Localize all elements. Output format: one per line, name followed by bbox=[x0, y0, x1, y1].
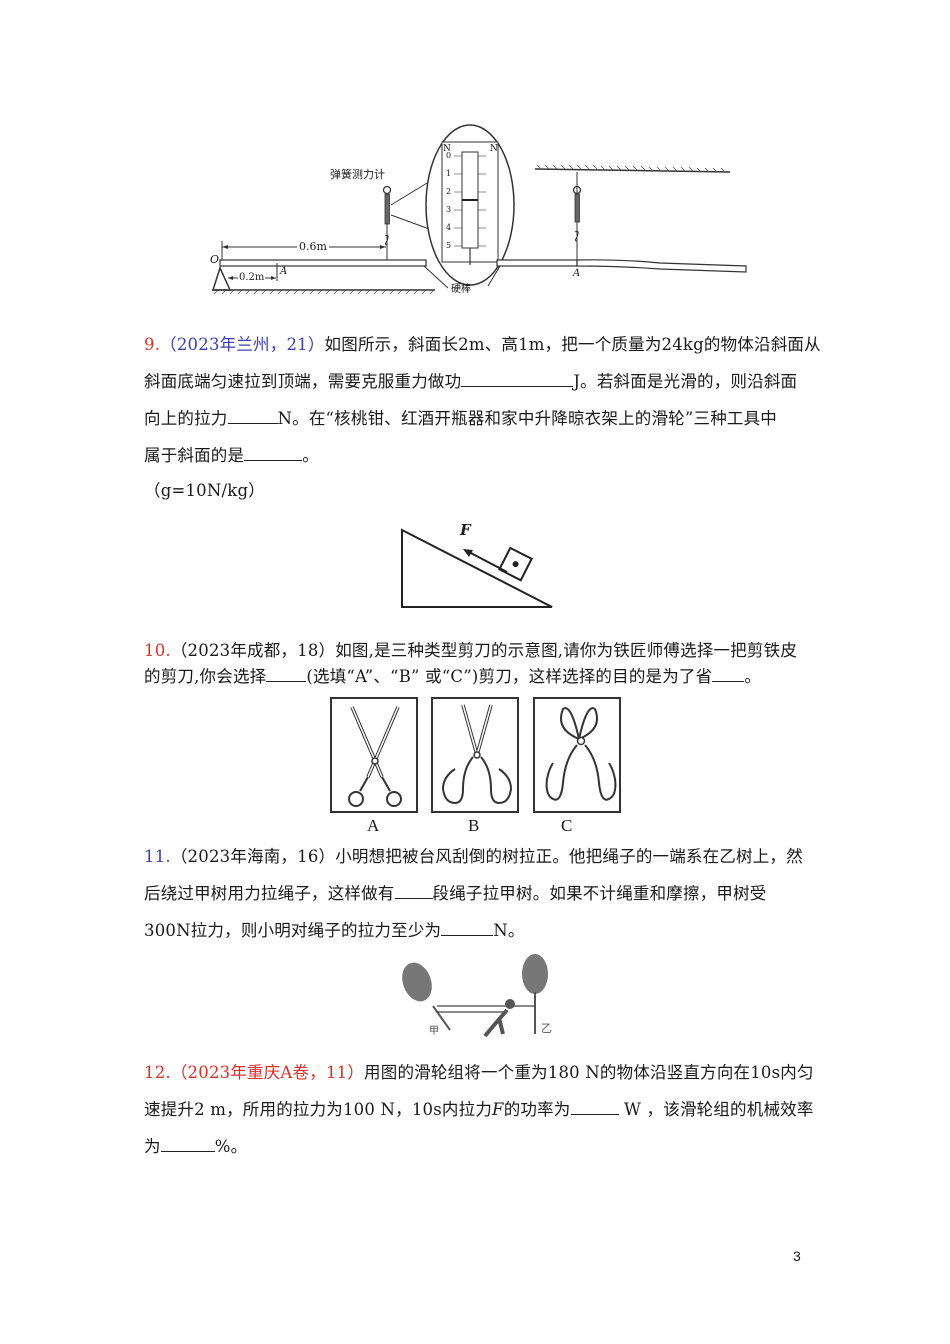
q12-line-3: 为 %。 bbox=[144, 1136, 247, 1158]
q12-line-1: 12.（2023年重庆A卷，11）用图的滑轮组将一个重为180 N的物体沿竖直方… bbox=[144, 1062, 814, 1084]
scale-tick-5: 5 bbox=[446, 241, 452, 250]
trees-svg bbox=[402, 954, 548, 1038]
q11-blank-force[interactable] bbox=[441, 921, 494, 936]
scissors-c-icon bbox=[545, 707, 617, 801]
q12-number: 12. bbox=[144, 1063, 171, 1082]
q10-line-2: 的剪刀,你会选择 (选填“A”、“B” 或“C”)剪刀，这样选择的目的是为了省 。 bbox=[144, 666, 761, 688]
q9-text-3b: N。在“核桃钳、红酒开瓶器和家中升降晾衣架上的滑轮”三种工具中 bbox=[277, 409, 778, 428]
q12-text-2b: 的功率为 bbox=[503, 1100, 571, 1119]
q11-blank-segments[interactable] bbox=[394, 884, 433, 899]
q10-text-2c: 。 bbox=[744, 667, 762, 686]
q12-line-2: 速提升2 m，所用的拉力为100 N，10s内拉力F的功率为 W ，该滑轮组的机… bbox=[144, 1099, 814, 1121]
q10-blank-choice[interactable] bbox=[266, 667, 307, 682]
q9-text-3a: 向上的拉力 bbox=[144, 409, 228, 428]
q11-text-2b: 段绳子拉甲树。如果不计绳重和摩擦，甲树受 bbox=[432, 884, 767, 903]
q9-line-2: 斜面底端匀速拉到顶端，需要克服重力做功 J。若斜面是光滑的，则沿斜面 bbox=[144, 371, 797, 393]
tree-jia-label: 甲 bbox=[429, 1026, 439, 1037]
point-a-left-label: A bbox=[280, 266, 288, 277]
q12-text-3a: 为 bbox=[144, 1137, 161, 1156]
scissors-caption-b: B bbox=[468, 816, 480, 835]
q12-blank-efficiency[interactable] bbox=[160, 1137, 215, 1152]
scale-tick-0: 0 bbox=[446, 151, 452, 160]
scale-unit-left: N bbox=[443, 144, 451, 154]
q9-blank-work[interactable] bbox=[461, 372, 574, 387]
q10-source: （2023年成都，18） bbox=[170, 641, 336, 660]
q9-line-3: 向上的拉力 N。在“核桃钳、红酒开瓶器和家中升降晾衣架上的滑轮”三种工具中 bbox=[144, 408, 777, 430]
scissors-b-panel bbox=[431, 697, 519, 813]
pivot-label: O bbox=[210, 253, 220, 266]
lever-diagram-svg bbox=[211, 124, 747, 295]
q9-blank-force[interactable] bbox=[227, 409, 278, 424]
q12-source: （2023年重庆A卷，11） bbox=[170, 1063, 365, 1082]
scale-unit-right: N bbox=[490, 144, 498, 154]
lever-spring-scale-figure: 弹簧测力计 0.6m 0.2m O A A 硬棒 N N 0 1 2 3 4 5 bbox=[200, 120, 760, 310]
q9-line-1: 9.（2023年兰州，21）如图所示，斜面长2m、高1m，把一个质量为24kg的… bbox=[144, 334, 821, 356]
incline-figure: F bbox=[390, 515, 570, 615]
q12-blank-power[interactable] bbox=[570, 1100, 619, 1115]
q12-text-1: 用图的滑轮组将一个重为180 N的物体沿竖直方向在10s内匀 bbox=[364, 1063, 814, 1082]
q11-line-3: 300N拉力，则小明对绳子的拉力至少为 N。 bbox=[144, 920, 525, 942]
scale-tick-2: 2 bbox=[446, 187, 452, 196]
scale-tick-3: 3 bbox=[446, 205, 452, 214]
scissors-caption-a: A bbox=[367, 816, 380, 835]
tree-yi-label: 乙 bbox=[541, 1022, 552, 1035]
q12-force-symbol: F bbox=[492, 1100, 504, 1119]
q9-note: （g=10N/kg） bbox=[144, 481, 265, 500]
q10-blank-purpose[interactable] bbox=[712, 667, 745, 682]
q9-text-1: 如图所示，斜面长2m、高1m，把一个质量为24kg的物体沿斜面从 bbox=[324, 335, 821, 354]
q11-text-3a: 300N拉力，则小明对绳子的拉力至少为 bbox=[144, 921, 442, 940]
q9-source: （2023年兰州，21） bbox=[160, 335, 325, 354]
incline-svg bbox=[401, 528, 553, 608]
q11-text-1: 小明想把被台风刮倒的树拉正。他把绳子的一端系在乙树上，然 bbox=[335, 847, 803, 866]
q12-text-2c: W ，该滑轮组的机械效率 bbox=[618, 1100, 814, 1119]
scissors-b-icon bbox=[441, 704, 513, 805]
point-a-right-label: A bbox=[573, 268, 581, 279]
q11-line-2: 后绕过甲树用力拉绳子，这样做有 段绳子拉甲树。如果不计绳重和摩擦，甲树受 bbox=[144, 883, 767, 905]
scissors-caption-c: C bbox=[561, 816, 573, 835]
q9-text-4b: 。 bbox=[302, 446, 319, 465]
scissors-a-panel bbox=[330, 697, 418, 813]
q12-text-3b: %。 bbox=[214, 1137, 248, 1156]
q11-number: 11. bbox=[144, 847, 171, 866]
rod-label: 硬棒 bbox=[451, 284, 471, 295]
scissors-a-icon bbox=[348, 706, 402, 807]
q9-line-4: 属于斜面的是 。 bbox=[144, 445, 319, 467]
q11-source: （2023年海南，16） bbox=[170, 847, 336, 866]
q10-line-1: 10.（2023年成都，18）如图,是三种类型剪刀的示意图,请你为铁匠师傅选择一… bbox=[144, 640, 797, 662]
q10-text-1: 如图,是三种类型剪刀的示意图,请你为铁匠师傅选择一把剪铁皮 bbox=[335, 641, 798, 660]
q9-text-2a: 斜面底端匀速拉到顶端，需要克服重力做功 bbox=[144, 372, 462, 391]
scale-tick-4: 4 bbox=[446, 223, 452, 232]
q12-text-2a: 速提升2 m，所用的拉力为100 N，10s内拉力 bbox=[144, 1100, 493, 1119]
q9-text-2b: J。若斜面是光滑的，则沿斜面 bbox=[573, 372, 798, 391]
scale-tick-1: 1 bbox=[446, 169, 452, 178]
distance-long-label: 0.6m bbox=[297, 240, 329, 253]
q9-text-4a: 属于斜面的是 bbox=[144, 446, 245, 465]
distance-short-label: 0.2m bbox=[238, 272, 266, 283]
page-number: 3 bbox=[793, 1248, 801, 1264]
q9-blank-tool[interactable] bbox=[244, 446, 303, 461]
q11-text-2a: 后绕过甲树用力拉绳子，这样做有 bbox=[144, 884, 395, 903]
trees-figure: 甲 乙 bbox=[395, 952, 565, 1052]
force-f-label: F bbox=[460, 521, 471, 539]
spring-scale-label: 弹簧测力计 bbox=[330, 168, 385, 181]
q10-number: 10. bbox=[144, 641, 171, 660]
q11-text-3b: N。 bbox=[493, 921, 525, 940]
q10-text-2b: (选填“A”、“B” 或“C”)剪刀，这样选择的目的是为了省 bbox=[306, 667, 713, 686]
q9-number: 9. bbox=[144, 335, 161, 354]
q10-text-2a: 的剪刀,你会选择 bbox=[144, 667, 267, 686]
q11-line-1: 11.（2023年海南，16）小明想把被台风刮倒的树拉正。他把绳子的一端系在乙树… bbox=[144, 846, 803, 868]
scissors-c-panel bbox=[533, 697, 621, 813]
